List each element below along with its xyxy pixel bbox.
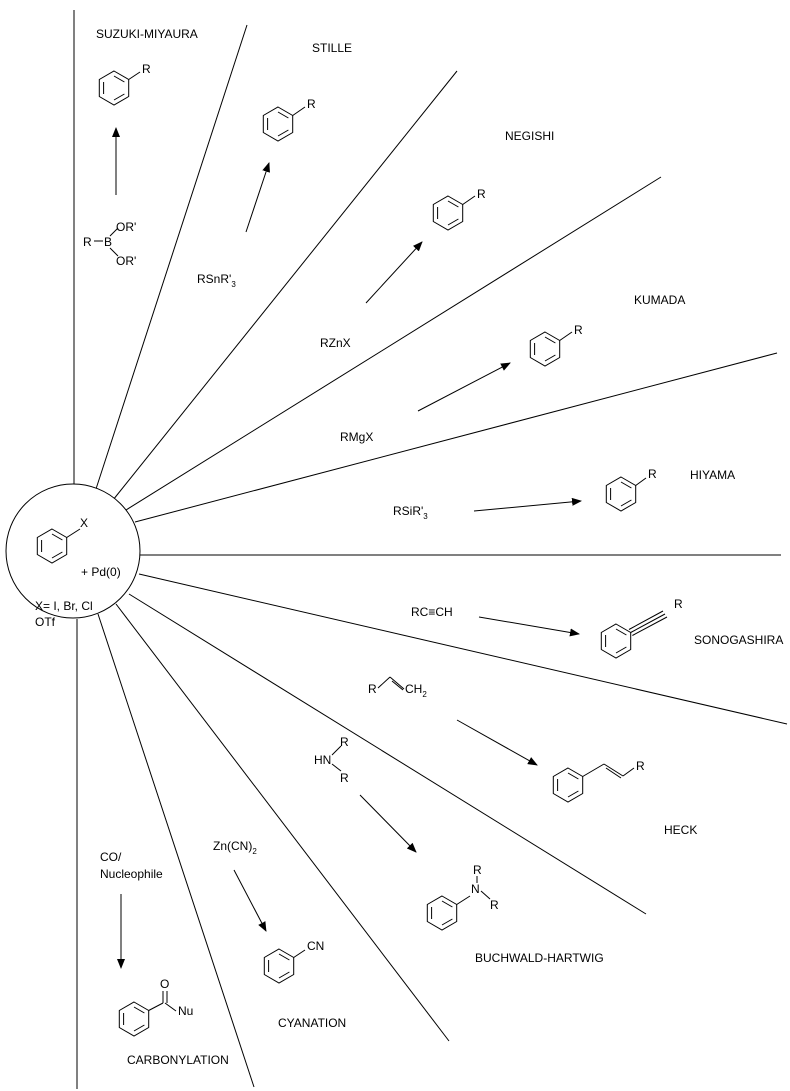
svg-text:R: R: [490, 898, 499, 912]
sonogashira-reagent: RC≡CH: [411, 605, 453, 619]
carbonylation-product-molecule: O Nu: [118, 977, 193, 1037]
reaction-name-negishi: NEGISHI: [505, 129, 554, 143]
svg-text:R: R: [648, 467, 657, 481]
reaction-arrow: [456, 719, 538, 766]
kumada-reagent: RMgX: [340, 430, 373, 444]
svg-text:R: R: [83, 235, 92, 249]
negishi-product-molecule: R: [432, 187, 486, 231]
divider-line: [138, 573, 788, 725]
divider-line: [94, 24, 248, 493]
kumada-product-molecule: R: [529, 323, 583, 367]
stille-product-molecule: R: [262, 97, 316, 142]
sonogashira-section: SONOGASHIRA R RC≡CH: [411, 597, 783, 659]
stille-reagent: RSnR'3: [197, 272, 236, 289]
divider-line: [134, 352, 778, 523]
svg-text:CN: CN: [307, 939, 324, 953]
negishi-section: NEGISHI R RZnX: [320, 129, 554, 350]
reaction-name-heck: HECK: [664, 823, 697, 837]
svg-text:R: R: [574, 323, 583, 337]
divider-line: [112, 70, 458, 501]
suzuki-product-molecule: R: [98, 62, 151, 106]
divider-line: [97, 613, 255, 1088]
reaction-name-stille: STILLE: [312, 41, 352, 55]
triflate-label: OTf: [35, 615, 56, 629]
aryl-halide-center: X + Pd(0) X= I, Br, Cl OTf: [5, 483, 141, 629]
svg-text:R: R: [368, 682, 377, 696]
divider-line: [115, 603, 450, 1042]
carbonylation-reagent-line1: CO/: [100, 850, 122, 864]
svg-text:OR': OR': [116, 254, 136, 268]
halide-substituent-label: X: [80, 516, 88, 530]
reaction-arrow: [245, 162, 270, 233]
svg-text:N: N: [471, 882, 480, 896]
hiyama-section: HIYAMA R RSiR'3: [393, 467, 735, 521]
svg-text:R: R: [674, 597, 683, 611]
svg-text:R: R: [340, 735, 349, 749]
buchwald-hartwig-section: BUCHWALD-HARTWIG N R R HN R R: [314, 735, 604, 965]
stille-section: STILLE R RSnR'3: [197, 41, 352, 289]
heck-section: HECK R R CH2: [368, 676, 697, 837]
cyanation-product-molecule: CN: [263, 939, 324, 984]
reaction-arrow: [417, 362, 511, 412]
halide-list-label: X= I, Br, Cl: [35, 599, 93, 613]
cyanation-reagent: Zn(CN)2: [213, 839, 257, 856]
svg-text:O: O: [160, 977, 169, 991]
divider-line: [125, 176, 662, 511]
heck-alkene-reagent: R CH2: [368, 676, 427, 699]
reaction-name-buchwald-hartwig: BUCHWALD-HARTWIG: [475, 951, 604, 965]
reaction-name-sonogashira: SONOGASHIRA: [694, 633, 783, 647]
sonogashira-product-molecule: R: [600, 597, 683, 659]
svg-text:B: B: [104, 235, 112, 249]
kumada-section: KUMADA R RMgX: [340, 293, 685, 444]
reaction-arrow: [365, 241, 423, 304]
svg-text:R: R: [340, 771, 349, 785]
svg-text:HN: HN: [314, 753, 331, 767]
negishi-reagent: RZnX: [320, 336, 351, 350]
reaction-arrow: [359, 794, 417, 853]
hiyama-reagent: RSiR'3: [393, 504, 428, 521]
reaction-name-suzuki: SUZUKI-MIYAURA: [96, 27, 198, 41]
svg-text:CH2: CH2: [405, 682, 427, 699]
svg-text:OR': OR': [116, 220, 136, 234]
reaction-arrow: [473, 497, 582, 512]
product-r-label: R: [142, 62, 151, 76]
catalyst-label: + Pd(0): [81, 565, 121, 579]
svg-text:R: R: [307, 97, 316, 111]
reaction-arrow: [233, 869, 267, 932]
svg-text:Nu: Nu: [178, 1004, 193, 1018]
reaction-arrow: [478, 616, 580, 637]
buchwald-product-molecule: N R R: [426, 863, 499, 931]
carbonylation-reagent-line2: Nucleophile: [100, 867, 163, 881]
hiyama-product-molecule: R: [605, 467, 657, 512]
reaction-name-kumada: KUMADA: [634, 293, 685, 307]
boronic-ester-reagent: R B OR' OR': [83, 220, 136, 268]
heck-product-molecule: R: [552, 759, 645, 803]
amine-reagent: HN R R: [314, 735, 349, 785]
reaction-name-hiyama: HIYAMA: [690, 468, 735, 482]
divider-line: [128, 593, 647, 915]
cyanation-section: CYANATION CN Zn(CN)2: [213, 839, 346, 1030]
suzuki-miyaura-section: SUZUKI-MIYAURA R R B OR' OR': [83, 27, 198, 268]
svg-text:R: R: [477, 187, 486, 201]
svg-text:R: R: [636, 759, 645, 773]
reaction-name-cyanation: CYANATION: [278, 1016, 346, 1030]
reaction-name-carbonylation: CARBONYLATION: [127, 1053, 229, 1067]
svg-text:R: R: [473, 863, 482, 877]
carbonylation-section: CARBONYLATION CO/ Nucleophile O Nu: [100, 850, 229, 1067]
